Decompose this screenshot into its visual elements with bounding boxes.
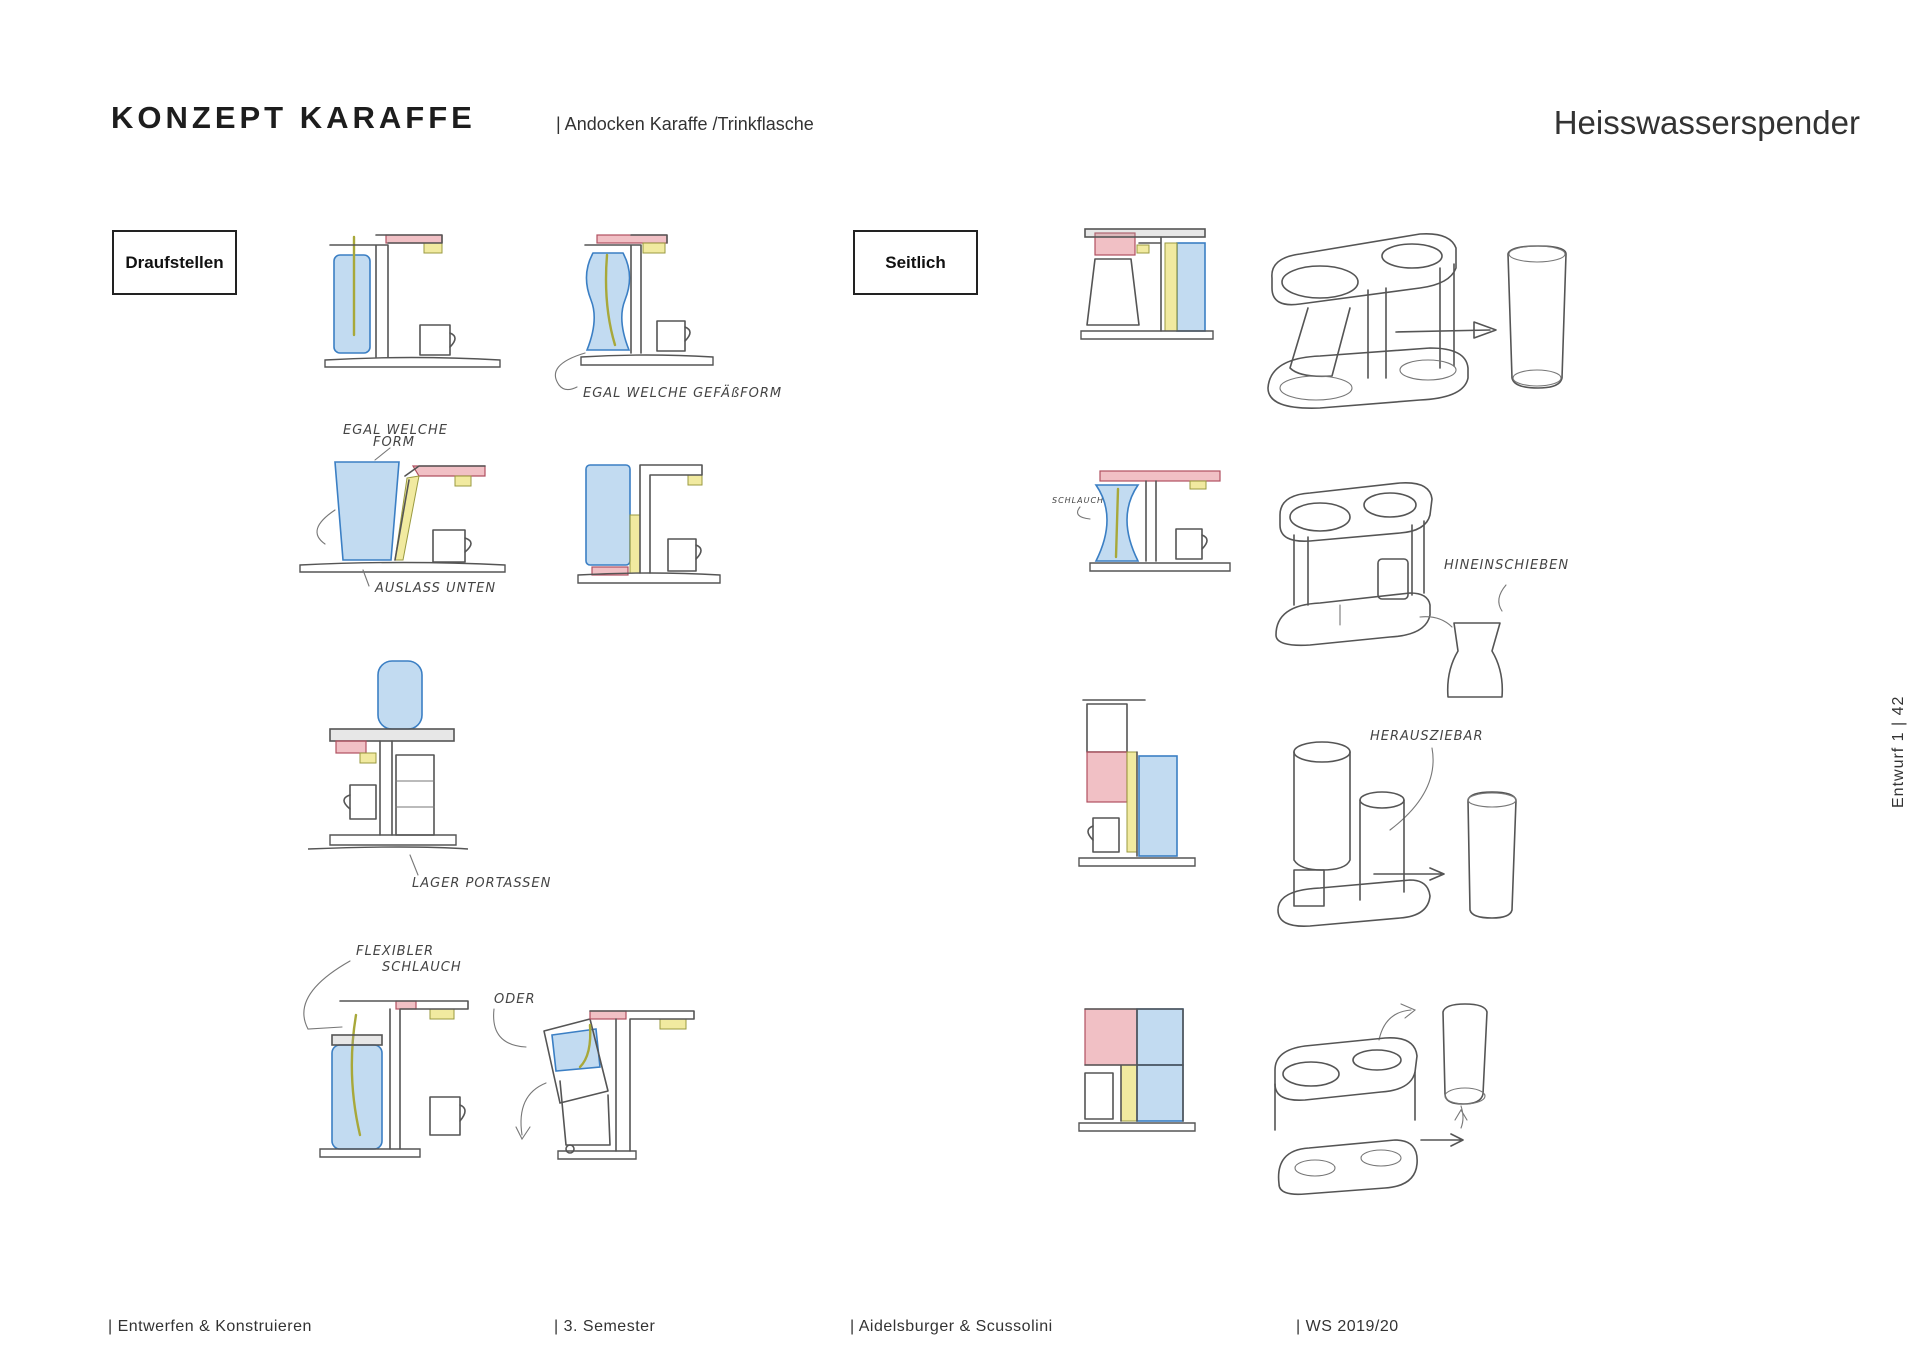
note-auslass: AUSLASS UNTEN [374,581,496,596]
footer-course: | Entwerfen & Konstruieren [108,1318,312,1335]
note-lager: LAGER PORTASSEN [412,876,551,891]
footer-term: | WS 2019/20 [1296,1318,1399,1335]
sketch-seitlich-perspective-3: HERAUSZIEBAR [1277,729,1517,927]
note-flex-2: SCHLAUCH [382,960,462,975]
sketch-draufstellen-taper: EGAL WELCHE FORM AUSLASS UNTEN [299,423,506,596]
sketch-seitlich-side-1 [1080,228,1214,340]
page-number-side: Entwurf 1 | 42 [1890,695,1907,808]
note-egal-form-1: EGAL WELCHE [343,423,448,438]
sketch-seitlich-perspective-2: HINEINSCHIEBEN [1275,482,1569,698]
sketch-draufstellen-bottle [324,234,501,368]
note-hineinschieben: HINEINSCHIEBEN [1444,558,1569,573]
sketch-seitlich-side-4 [1078,1008,1196,1132]
sketch-draufstellen-vase: EGAL WELCHE GEFÄßFORM [554,234,782,401]
label-seitlich: Seitlich [853,230,978,295]
label-draufstellen: Draufstellen [112,230,237,295]
footer-semester: | 3. Semester [554,1318,656,1335]
footer-authors: | Aidelsburger & Scussolini [850,1318,1053,1335]
sketch-seitlich-side-2: SCHLAUCH [1052,470,1231,572]
page-title: KONZEPT KARAFFE [111,100,476,135]
sketch-draufstellen-bottom-tank [577,464,721,584]
note-flex-1: FLEXIBLER [356,944,434,959]
sketch-seitlich-perspective-4 [1274,1003,1488,1196]
page-subtitle: | Andocken Karaffe /Trinkflasche [556,114,814,134]
note-egal-form-2: FORM [373,435,415,450]
sketch-draufstellen-stacked: LAGER PORTASSEN [307,660,551,891]
note-herausziehbar: HERAUSZIEBAR [1370,729,1483,744]
note-egal-gefaess: EGAL WELCHE GEFÄßFORM [583,385,782,401]
sketch-draufstellen-hose: FLEXIBLER SCHLAUCH ODER [303,944,695,1160]
sketch-seitlich-side-3 [1078,699,1196,867]
note-schlauch: SCHLAUCH [1052,496,1104,505]
sketch-seitlich-perspective-1 [1267,232,1567,409]
project-title: Heisswasserspender [1553,104,1860,141]
note-oder: ODER [494,992,536,1007]
